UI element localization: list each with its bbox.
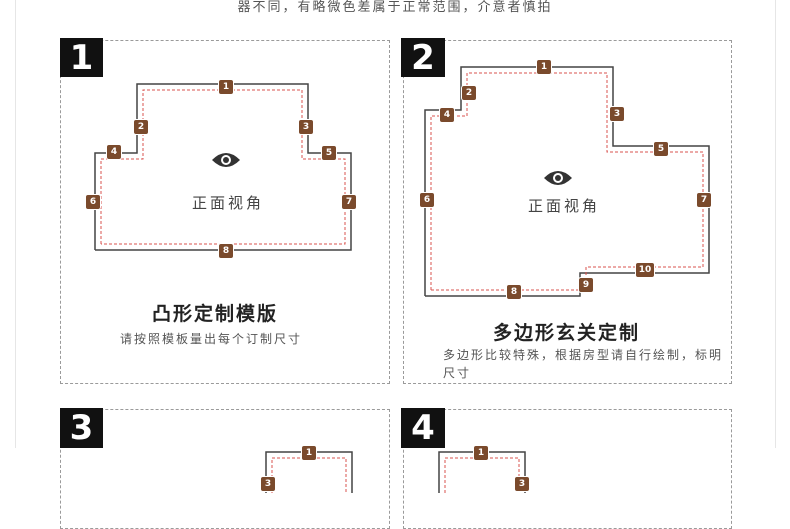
mark-3: 3 (609, 106, 625, 122)
view-label: 正面视角 (527, 197, 601, 215)
mark-10: 10 (635, 262, 655, 278)
left-guide-line (15, 0, 16, 448)
mark-3: 3 (514, 476, 530, 492)
panel-1-badge: 1 (60, 38, 103, 77)
mark-5: 5 (321, 145, 337, 161)
mark-7: 7 (341, 194, 357, 210)
eye-icon (544, 171, 572, 185)
top-note: 器不同，有略微色差属于正常范围，介意者慎拍 (237, 0, 553, 15)
mark-8: 8 (218, 243, 234, 259)
panel-4-badge: 4 (401, 408, 445, 448)
mark-6: 6 (419, 192, 435, 208)
mark-1: 1 (218, 79, 234, 95)
panel-title: 多边形玄关定制 (493, 322, 641, 344)
mark-4: 4 (439, 107, 455, 123)
panel-convex (60, 40, 390, 384)
mark-5: 5 (653, 141, 669, 157)
panel-desc: 请按照模板量出每个订制尺寸 (120, 332, 303, 346)
mark-1: 1 (473, 445, 489, 461)
panel-3-badge: 3 (60, 408, 103, 448)
mark-1: 1 (536, 59, 552, 75)
mark-2: 2 (133, 119, 149, 135)
panel-2-badge: 2 (401, 38, 445, 77)
mark-6: 6 (85, 194, 101, 210)
eye-icon (212, 153, 240, 167)
mark-4: 4 (106, 144, 122, 160)
mark-1: 1 (301, 445, 317, 461)
panel-title: 凸形定制模版 (152, 303, 279, 325)
right-guide-line (775, 0, 776, 448)
mark-8: 8 (506, 284, 522, 300)
mark-7: 7 (696, 192, 712, 208)
panel-4-shape (438, 451, 526, 493)
mark-3: 3 (298, 119, 314, 135)
mark-2: 2 (461, 85, 477, 101)
view-label: 正面视角 (191, 194, 265, 212)
panel-polygon (403, 40, 732, 384)
mark-3: 3 (260, 476, 276, 492)
mark-9: 9 (578, 277, 594, 293)
panel-desc: 多边形比较特殊，根据房型请自行绘制，标明尺寸 (443, 348, 724, 380)
